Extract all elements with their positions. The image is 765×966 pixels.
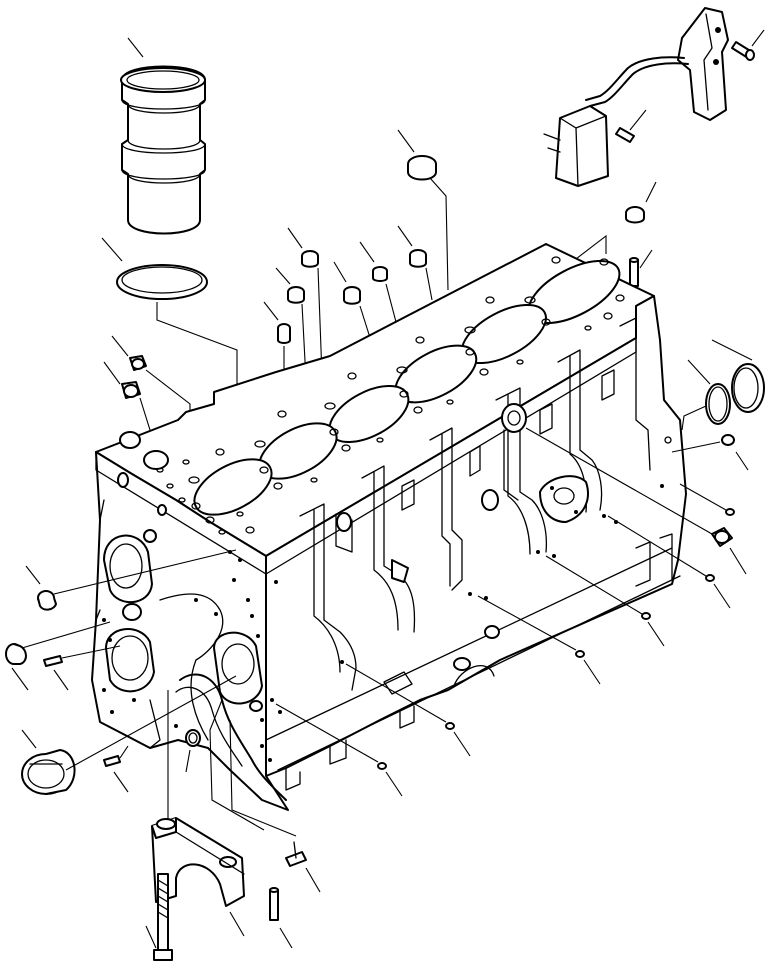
leader-line [275, 267, 291, 285]
leader-line [61, 645, 121, 659]
leader-line [53, 549, 237, 595]
leader-line [645, 181, 657, 203]
leader-line [101, 237, 123, 262]
leader-line [751, 29, 765, 47]
leader-line [209, 699, 265, 831]
dowel-pin [731, 41, 755, 61]
leader-line [545, 555, 643, 615]
leader-line [21, 621, 111, 649]
leader-line [671, 441, 721, 453]
leader-line [629, 109, 647, 131]
leader-line [359, 241, 375, 263]
plug [641, 612, 651, 620]
leader-line [21, 729, 37, 749]
leader-line [711, 339, 753, 361]
dowel-pin [615, 127, 635, 143]
leader-line [477, 595, 577, 651]
dowel-pin [629, 257, 639, 287]
leader-line [111, 335, 129, 357]
leader-line [345, 663, 447, 723]
leader-line [735, 451, 749, 471]
leader-line [119, 745, 129, 759]
leader-line [333, 261, 347, 283]
leader-line [571, 234, 607, 263]
leader-line [397, 225, 413, 247]
leader-line [229, 719, 297, 837]
main-bearing-cap [151, 817, 245, 907]
pipe-bracket [543, 105, 609, 187]
cup-plug [37, 590, 57, 611]
rear-cover-bracket [677, 7, 729, 121]
leader-line [65, 675, 237, 771]
leader-line [145, 925, 157, 949]
leader-line [279, 927, 293, 949]
leader-line [687, 359, 711, 385]
pipe-plug [121, 381, 141, 399]
pipe-plug [287, 286, 305, 304]
leader-line [229, 911, 245, 937]
leader-line [525, 427, 713, 535]
oil-seal-ring [185, 729, 201, 747]
bearing-cap-bolt [153, 873, 173, 961]
pipe-plug [372, 266, 388, 282]
leader-line [425, 267, 433, 301]
cylinder-liner [120, 65, 206, 235]
piston-cooling-nozzle [285, 841, 307, 867]
liner-seal-ring [116, 264, 208, 300]
leader-line [713, 583, 731, 609]
oil-pipe [585, 56, 689, 107]
plug [725, 508, 735, 516]
leader-line [53, 669, 69, 691]
leader-line [729, 547, 747, 575]
plug [377, 762, 387, 770]
dowel-pin [269, 887, 279, 921]
pipe-plug [711, 527, 733, 547]
leader-line [103, 361, 121, 385]
leader-line [607, 515, 707, 577]
leader-line [11, 667, 29, 691]
pipe-plug [129, 355, 147, 371]
expansion-plug [407, 155, 437, 181]
leader-line [679, 483, 727, 511]
leader-line [287, 227, 303, 249]
o-ring [705, 383, 731, 425]
leader-line [385, 771, 403, 797]
leader-line [453, 731, 471, 757]
plug [575, 650, 585, 658]
leader-line [583, 659, 601, 685]
leader-line [127, 37, 144, 58]
plug [445, 722, 455, 730]
pipe-plug [343, 286, 361, 305]
leader-line [185, 749, 191, 773]
pipe-plug [277, 323, 291, 344]
plug [705, 574, 715, 582]
cover-plate [731, 363, 765, 413]
leader-line [429, 177, 449, 291]
leader-line [639, 249, 653, 269]
dowel-pin [43, 655, 63, 667]
gasket [175, 673, 287, 801]
leader-line [25, 565, 41, 585]
leader-line [305, 867, 321, 893]
pipe-plug [721, 434, 735, 446]
leader-line [263, 301, 279, 321]
leader-line [681, 405, 707, 431]
leader-line [397, 129, 415, 153]
dowel-pin [103, 755, 121, 767]
pipe-plug [409, 249, 427, 268]
pipe-plug [301, 250, 319, 268]
front-seal-cover [21, 749, 76, 795]
leader-line [113, 771, 129, 793]
expansion-plug [625, 206, 645, 224]
leader-line [647, 621, 665, 647]
cup-plug [5, 643, 27, 665]
cylinder-block [91, 243, 687, 811]
leader-line [275, 703, 379, 763]
